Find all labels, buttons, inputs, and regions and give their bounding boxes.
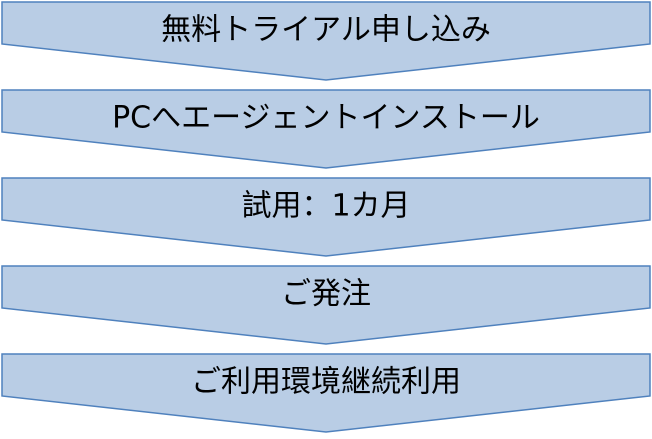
step-4-chevron (1, 265, 651, 345)
step-1-label: 無料トライアル申し込み (161, 13, 491, 48)
step-1-chevron (1, 1, 651, 81)
step-2-chevron (1, 89, 651, 169)
flow-step-2: PCへエージェントインストール (1, 89, 651, 169)
step-5-chevron (1, 353, 651, 433)
step-2-label: PCへエージェントインストール (112, 101, 540, 136)
flow-step-5: ご利用環境継続利用 (1, 353, 651, 433)
flow-step-1: 無料トライアル申し込み (1, 1, 651, 81)
step-3-chevron (1, 177, 651, 257)
step-3-label: 試用：1カ月 (241, 189, 410, 224)
flow-step-4: ご発注 (1, 265, 651, 345)
step-5-label: ご利用環境継続利用 (191, 365, 461, 400)
flow-step-3: 試用：1カ月 (1, 177, 651, 257)
step-4-label: ご発注 (281, 277, 371, 312)
